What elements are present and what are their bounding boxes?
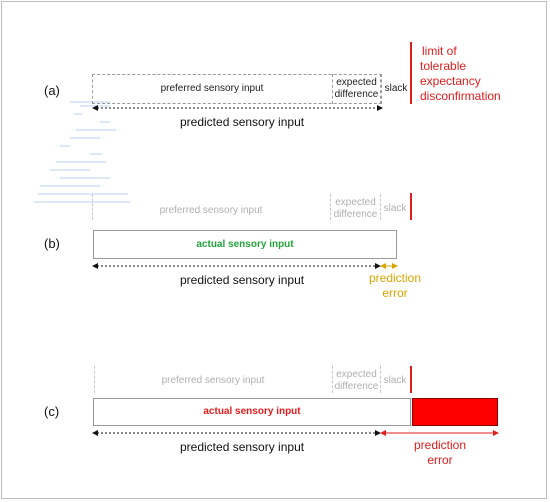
panel-a-divider-1 bbox=[332, 74, 333, 104]
panel-a-label: (a) bbox=[44, 83, 60, 98]
panel-a-prediction-box bbox=[92, 74, 382, 104]
panel-b-actual-label: actual sensory input bbox=[196, 239, 294, 250]
panel-b-predicted-label: predicted sensory input bbox=[180, 273, 305, 287]
panel-a-divider-2 bbox=[380, 74, 381, 104]
limit-text-line4: disconfirmation bbox=[420, 89, 501, 103]
panel-c-slack-label: slack bbox=[383, 375, 407, 386]
panel-a-limit-line bbox=[410, 42, 412, 104]
panel-b-actual-box bbox=[93, 230, 397, 259]
panel-c-error-fill bbox=[412, 398, 498, 426]
panel-b-slack-label: slack bbox=[383, 203, 407, 214]
panel-c-error-line2: error bbox=[427, 453, 453, 467]
panel-c-expected-line1: expected bbox=[336, 369, 377, 380]
panel-a-preferred-label: preferred sensory input bbox=[160, 83, 264, 94]
panel-b-label: (b) bbox=[44, 236, 60, 251]
panel-c-error-line1: prediction bbox=[413, 438, 467, 452]
panel-b-preferred-label: preferred sensory input bbox=[159, 205, 263, 216]
panel-a-predicted-label: predicted sensory input bbox=[180, 115, 305, 129]
panel-c-divider-2 bbox=[380, 366, 381, 393]
limit-text-line3: expectancy bbox=[420, 74, 481, 88]
panel-b-faint-left bbox=[92, 194, 93, 220]
panel-c-actual-label: actual sensory input bbox=[203, 406, 301, 417]
limit-text-line1: limit of bbox=[422, 44, 457, 58]
panel-a-slack-label: slack bbox=[384, 83, 408, 94]
panel-b-limit-line bbox=[410, 193, 412, 220]
panel-a-expected-line2: difference bbox=[334, 89, 379, 100]
panel-c-label: (c) bbox=[44, 404, 60, 419]
panel-b-expected-line1: expected bbox=[335, 197, 376, 208]
panel-c-predicted-label: predicted sensory input bbox=[180, 440, 305, 454]
limit-text-line2: tolerable bbox=[420, 59, 467, 73]
panel-b-expected-line2: difference bbox=[333, 209, 378, 220]
panel-b-error-line2: error bbox=[382, 286, 408, 300]
panel-b-divider-2 bbox=[380, 194, 381, 220]
panel-c-divider-1 bbox=[332, 366, 333, 393]
panel-c-expected-line2: difference bbox=[334, 381, 379, 392]
panel-a-expected-line1: expected bbox=[336, 77, 377, 88]
panel-c-actual-box bbox=[93, 398, 411, 426]
panel-b-divider-1 bbox=[330, 194, 331, 220]
panel-c-limit-line bbox=[410, 366, 412, 393]
panel-c-faint-left bbox=[94, 366, 95, 393]
panel-c-preferred-label: preferred sensory input bbox=[161, 375, 265, 386]
panel-b-error-line1: prediction bbox=[368, 271, 422, 285]
